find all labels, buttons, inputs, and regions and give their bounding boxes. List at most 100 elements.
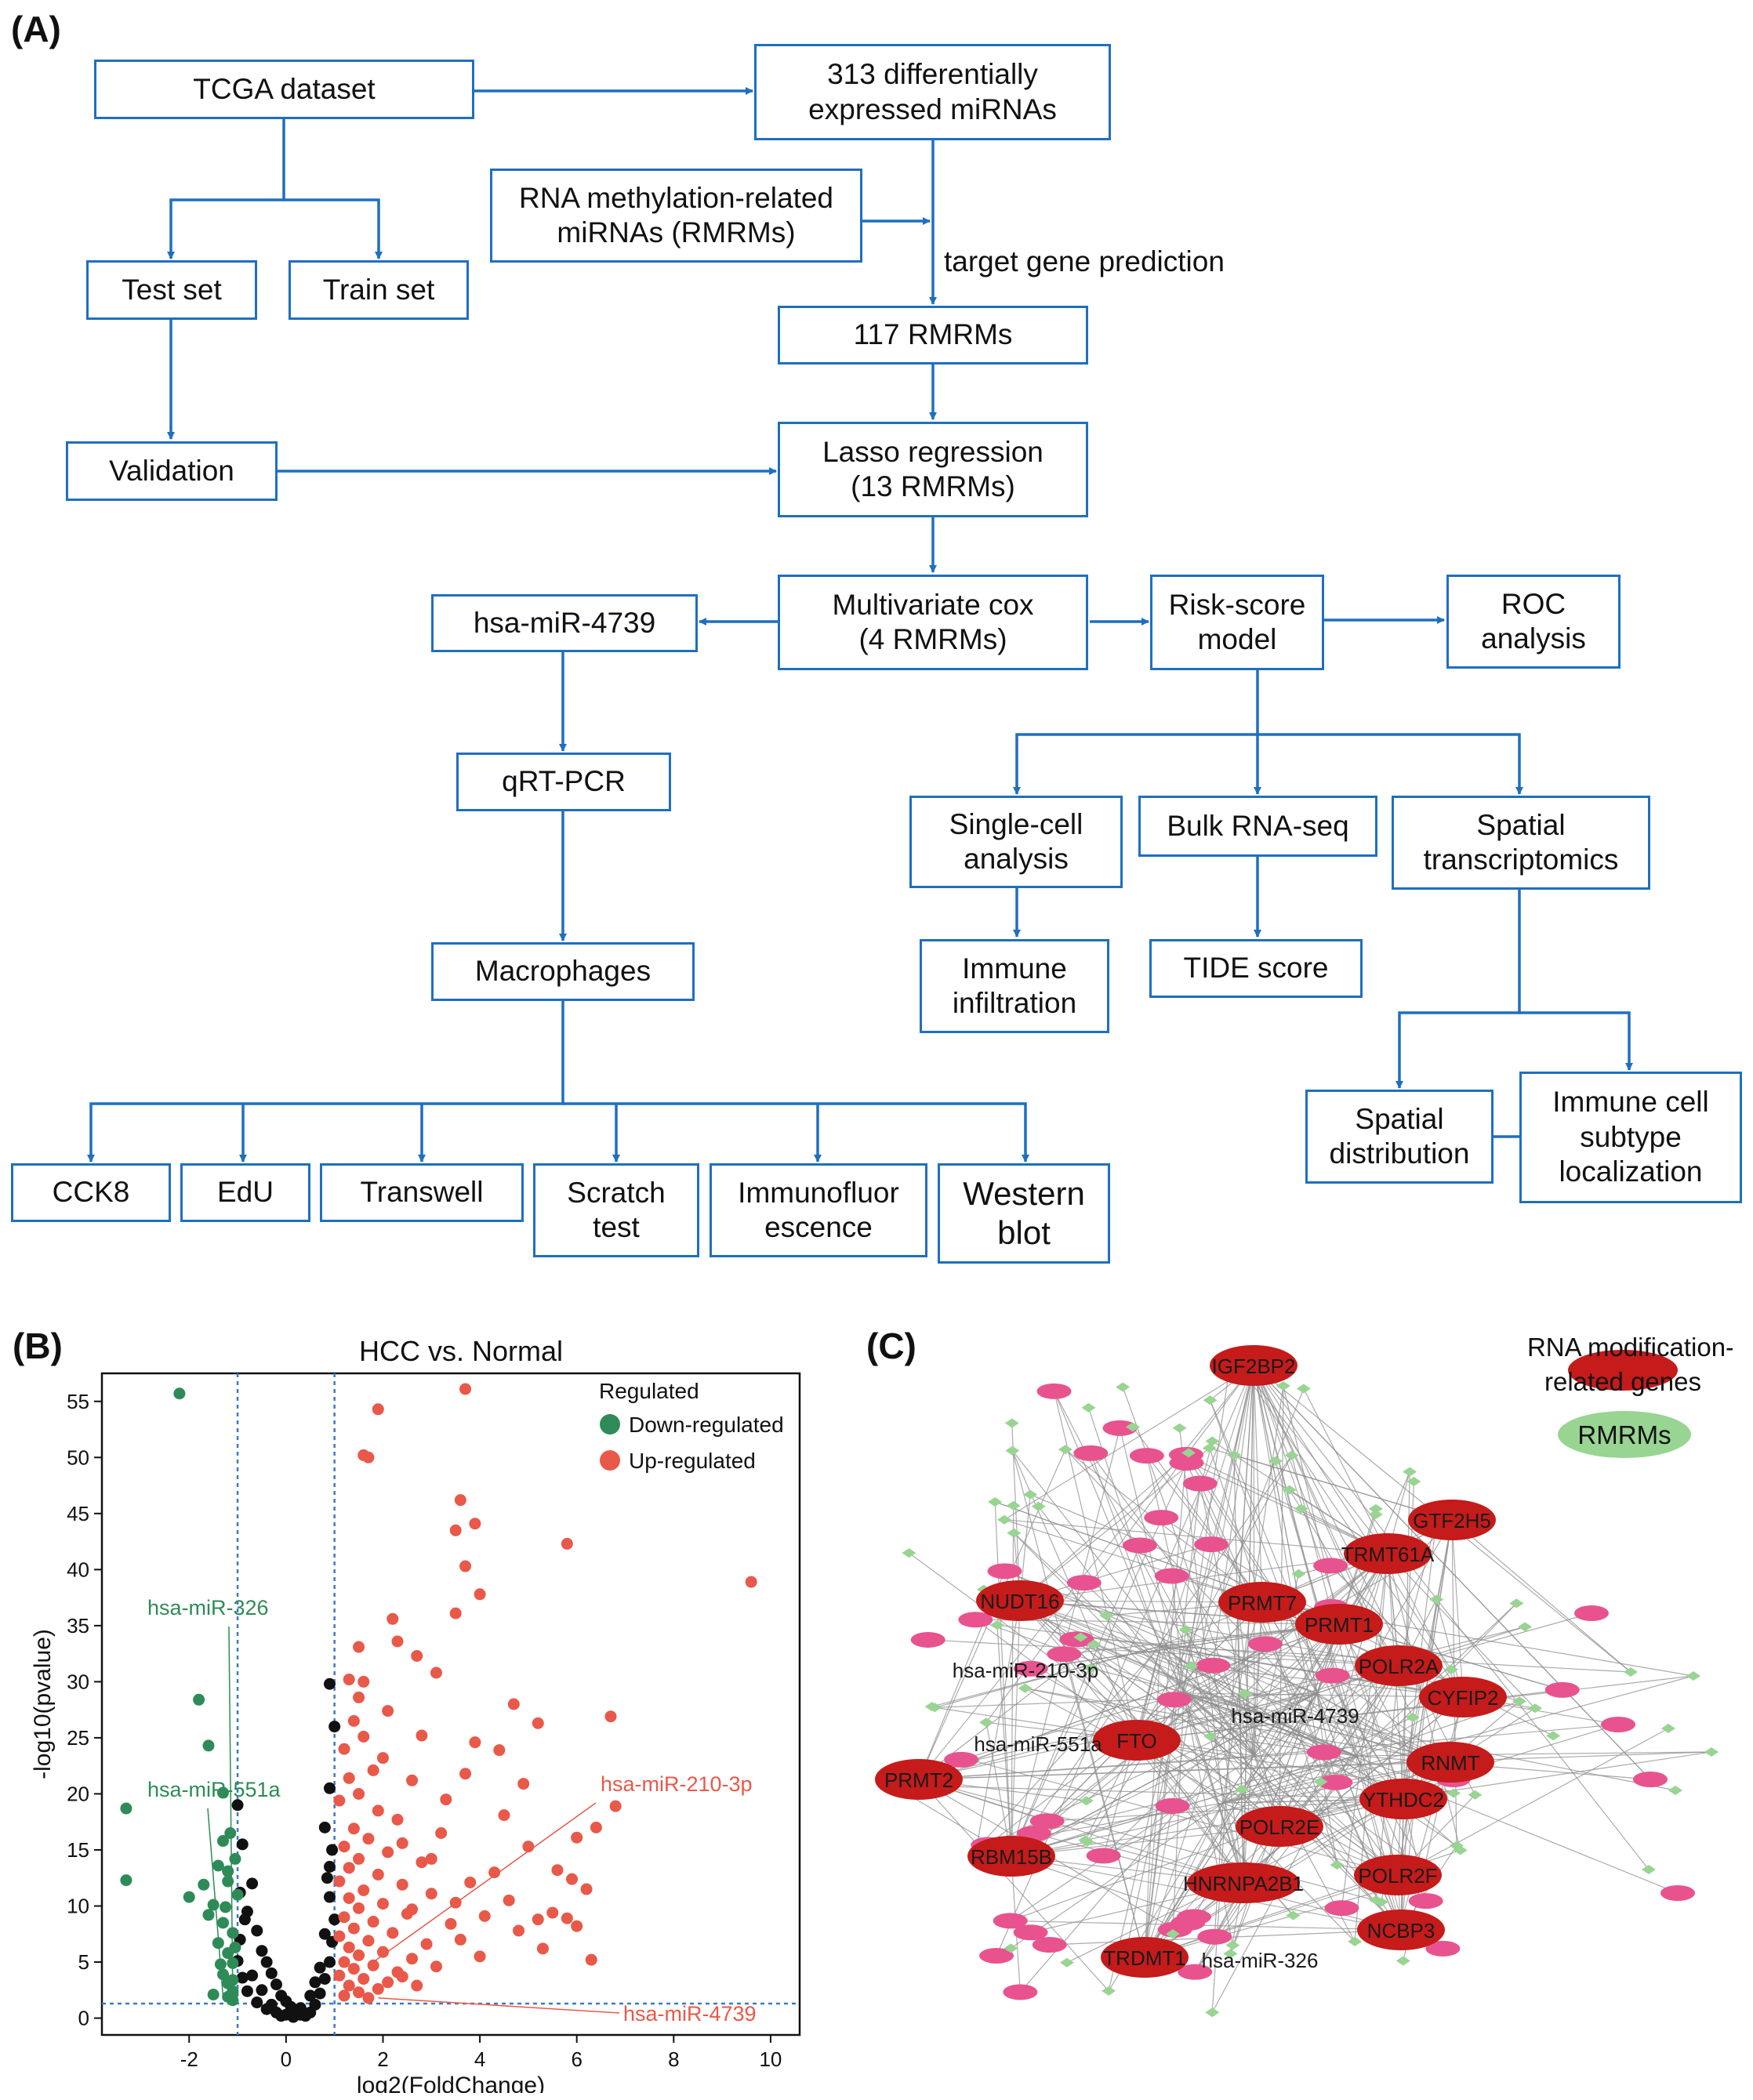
network-edge [918,1365,1254,1780]
volcano-point [120,1802,132,1815]
risk-score-box: Risk-score model [1150,575,1324,670]
volcano-point [406,1774,419,1786]
network-edge [1233,1455,1244,1884]
volcano-point [260,1956,273,1968]
network-edge [1172,1692,1185,1935]
mirna-node [978,1717,993,1728]
volcano-point [561,1537,573,1550]
bulk-rnaseq-box: Bulk RNA-seq [1138,796,1377,857]
network-edge [1144,1802,1224,1958]
mirna-node [988,1496,1003,1507]
volcano-point [347,1823,360,1835]
gene-node-small [1306,1744,1341,1761]
gene-node-trmt61a [1344,1533,1432,1574]
network-edge [988,1761,1451,1846]
network-edge [1183,1692,1464,1698]
network-edge [1222,1665,1399,1804]
network-edge [909,1552,1280,1827]
volcano-point [207,1989,220,2001]
mirna-label: hsa-miR-551a [974,1732,1102,1756]
network-edge [1211,1365,1254,2013]
mirna-node [1296,1384,1311,1394]
gene-node-small [910,1631,945,1648]
volcano-point [318,1928,331,1940]
cck8-box: CCK8 [11,1163,171,1222]
volcano-point [416,1856,428,1869]
network-edge [1178,1427,1224,1804]
volcano-point [328,1721,341,1733]
gene-node-nudt16 [976,1580,1064,1621]
network-edge [935,1692,1318,1708]
volcano-point [323,1956,336,1968]
tide-score-box: TIDE score [1149,939,1363,998]
qrt-pcr-box: qRT-PCR [456,753,671,811]
gene-node-label: TRDMT1 [1103,1946,1185,1970]
volcano-point [546,1906,559,1919]
network-edge [1253,1365,1650,1870]
volcano-point [435,1827,448,1840]
volcano-point [536,1942,549,1955]
network-edge [1160,1645,1404,1800]
train-set-box: Train set [289,260,469,320]
immune-subtype-box: Immune cell subtype localization [1519,1072,1742,1203]
network-edge [985,1722,1012,1857]
volcano-plot-area [100,1372,801,2037]
gene-node-small [1313,1558,1348,1574]
gene-node-small [1154,1568,1189,1584]
volcano-point [507,1698,520,1710]
volcano-point [357,1675,370,1688]
gene-node-cyfip2 [1419,1677,1507,1717]
volcano-point [343,1979,355,1992]
network-edge [1011,1462,1188,1857]
volcano-point [304,1989,317,2002]
network-edge [1144,1692,1318,1958]
volcano-point [353,1787,365,1800]
volcano-point [440,1794,452,1806]
network-edge [1253,1365,1263,1603]
gene-node-prmt2 [875,1759,963,1800]
volcano-point [590,1821,602,1833]
network-edge [1316,1471,1410,1694]
volcano-point [256,1984,268,1997]
network-edge [1283,1385,1340,1625]
x-tick-label: 8 [668,2047,679,2071]
network-edge [960,1692,1185,1761]
gene-node-prmt1 [1295,1604,1383,1645]
mirna-node [1004,1943,1018,1953]
transwell-box: Transwell [320,1163,524,1222]
volcano-point [338,1989,350,2002]
mirna-node [1368,1503,1383,1514]
network-edge [1253,1365,1475,1796]
volcano-point [609,1800,622,1812]
network-edge [1064,1623,1340,1655]
mirna-node [1223,1949,1238,1959]
gene-node-small [1247,1636,1283,1652]
volcano-point [309,1998,321,2011]
network-edge [1119,1427,1185,1694]
network-edge [1237,1602,1255,1757]
volcano-point [256,1945,268,1957]
volcano-point [357,1884,370,1896]
volcano-point [357,1972,370,1985]
gene-node-label: CYFIP2 [1427,1686,1498,1710]
volcano-point [328,1913,341,1926]
gene-node-label: RBM15B [971,1845,1052,1869]
volcano-point [227,1927,239,1939]
mirna-node [1165,1929,1180,1939]
network-edge [931,1645,1161,1707]
x-tick-label: 10 [759,2047,782,2071]
volcano-point [745,1576,757,1588]
gene-node-small [1129,1448,1164,1464]
network-edge [1019,1454,1187,1601]
gene-node-label: FTO [1116,1729,1157,1753]
gene-node-polr2e [1236,1806,1323,1847]
volcano-point [551,1864,564,1877]
mirna-node [1624,1667,1638,1677]
network-edge [918,1755,1255,1780]
network-edge [891,1784,1404,1800]
gene-node-rnmt [1406,1742,1494,1783]
network-edge [1398,1520,1437,1667]
network-edge [1011,1450,1145,1958]
volcano-point [445,1917,457,1930]
